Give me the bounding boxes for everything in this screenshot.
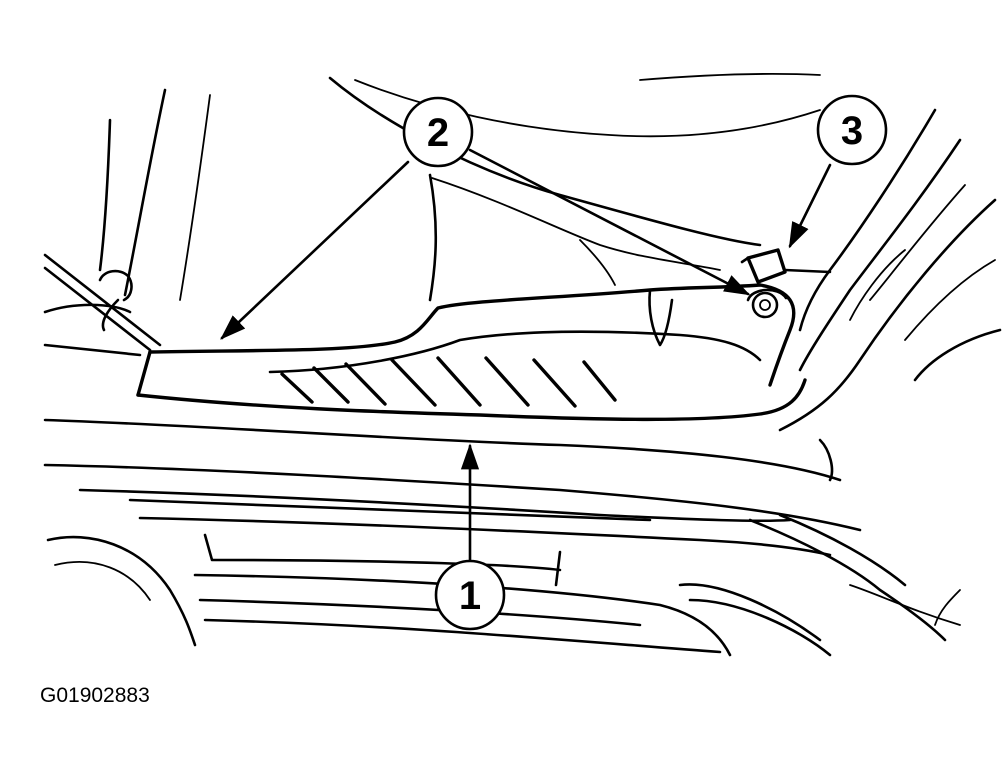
callout-1-label: 1 (459, 574, 481, 618)
figure-id: G01902883 (40, 684, 150, 707)
callout-3-label: 3 (841, 109, 863, 153)
retainer-screw (746, 288, 788, 319)
windshield-pillar (778, 108, 1002, 432)
leader-arrows (220, 148, 832, 572)
hood-outline (328, 72, 821, 302)
callout-3: 3 (816, 94, 888, 166)
callout-2: 2 (402, 96, 474, 168)
callout-2-label: 2 (427, 111, 449, 155)
cowl-panel (136, 283, 807, 422)
callout-1: 1 (434, 559, 506, 631)
retainer-clip (740, 248, 832, 284)
fender-lower-body (43, 418, 961, 657)
cowl-vent-slots (280, 356, 617, 408)
hood-hinge-left (43, 88, 211, 357)
